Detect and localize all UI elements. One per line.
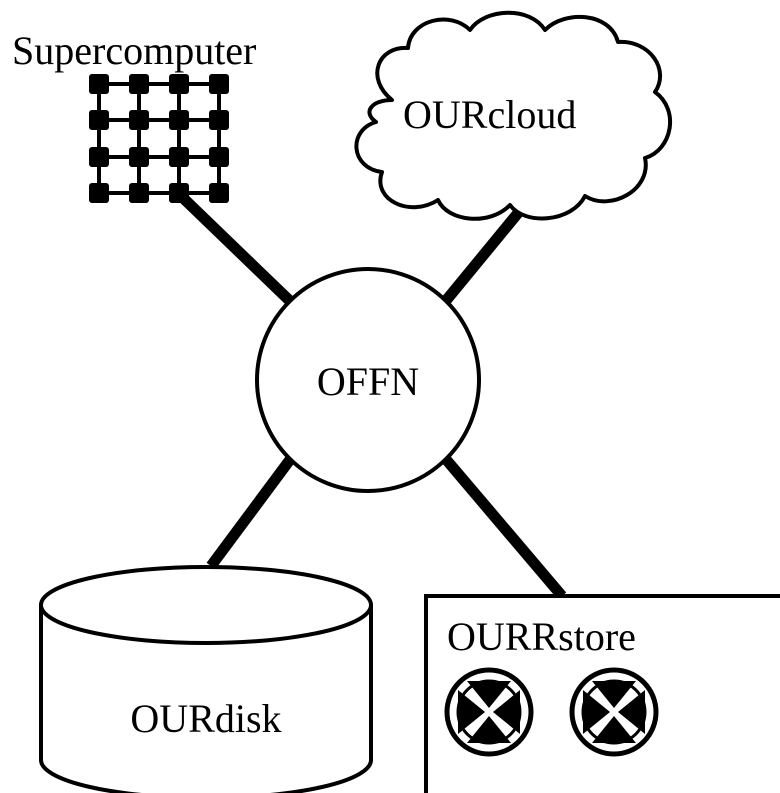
link-offn-disk: [206, 453, 297, 570]
tape-reel-icon: [444, 667, 534, 757]
offn-hub-circle: [255, 267, 481, 493]
link-offn-store: [439, 453, 567, 600]
store-label: OURRstore: [447, 614, 636, 659]
supercomputer-label: Supercomputer: [12, 28, 256, 73]
link-cloud-offn: [439, 209, 523, 307]
link-supercomputer-offn: [176, 191, 296, 307]
connections: [176, 191, 567, 600]
cloud-shape: [354, 10, 673, 221]
disk-cylinder-icon: [39, 565, 373, 793]
disk-label: OURdisk: [130, 696, 281, 741]
offn-hub-label: OFFN: [317, 359, 419, 404]
cloud-label: OURcloud: [403, 92, 576, 137]
supercomputer-grid-icon: [89, 74, 229, 203]
tape-reel-icon: [569, 667, 659, 757]
